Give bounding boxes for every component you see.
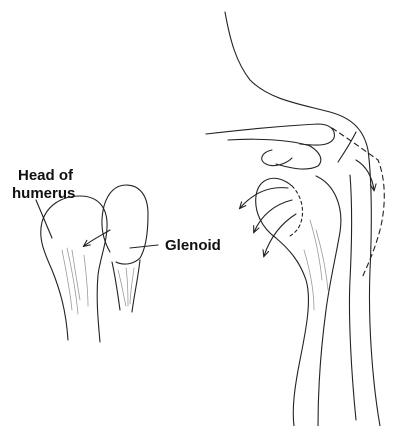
glenoid-shading bbox=[118, 268, 134, 306]
body-contour-right bbox=[368, 150, 380, 426]
head-of-humerus-label-line2: humerus bbox=[12, 185, 75, 202]
head-of-humerus-label-line1: Head of bbox=[18, 167, 74, 184]
humeral-head-outline bbox=[41, 196, 107, 342]
motion-arrow-2 bbox=[254, 200, 292, 232]
clavicle bbox=[206, 124, 334, 145]
humerus-shaft-medial bbox=[316, 176, 341, 426]
coracoid bbox=[262, 150, 292, 166]
humeral-shading bbox=[62, 248, 88, 314]
displaced-humeral-head bbox=[256, 178, 309, 426]
humerus-shading bbox=[304, 220, 328, 310]
scapula-dashed-outline bbox=[332, 128, 384, 278]
glenoid-label: Glenoid bbox=[165, 237, 221, 254]
scapula-spine bbox=[338, 132, 356, 420]
shoulder-in-situ-drawing bbox=[206, 12, 384, 426]
acromion bbox=[228, 139, 321, 169]
glenoid-outline bbox=[102, 185, 148, 264]
humeral-head-rim bbox=[290, 186, 303, 236]
head-of-humerus-leader bbox=[36, 200, 52, 238]
isolated-joint-drawing bbox=[36, 185, 158, 342]
motion-arrow-1 bbox=[240, 188, 288, 208]
